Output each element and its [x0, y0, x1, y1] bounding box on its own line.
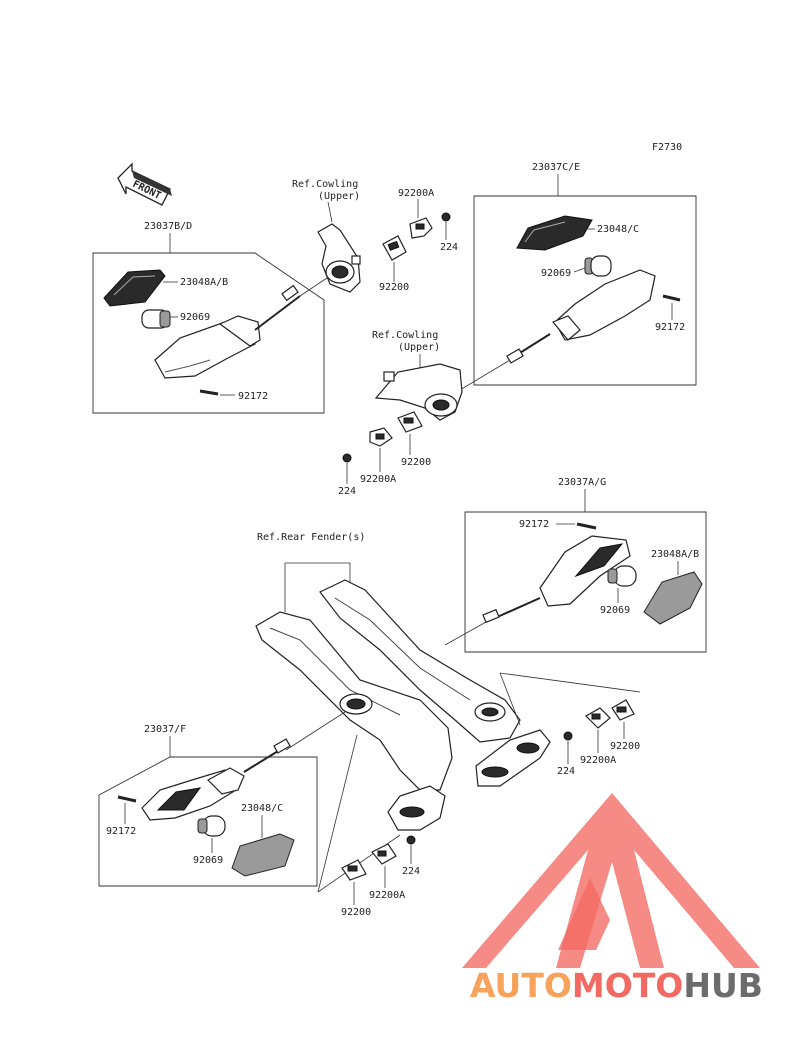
label-screw-rear-right: 92172 — [519, 519, 549, 530]
lens-rear-right — [643, 571, 703, 625]
label-rear-bottom-224: 224 — [402, 866, 420, 877]
bulb-front-right — [584, 255, 612, 277]
lens-rear-left — [231, 833, 295, 877]
washer-center — [397, 411, 423, 433]
watermark-hub: HUB — [683, 966, 763, 1005]
washer-rear-bottom — [341, 859, 367, 881]
washer-rear-right — [611, 699, 635, 721]
bulb-rear-left — [197, 815, 226, 837]
ref-cowling-center-1: Ref.Cowling — [372, 330, 438, 341]
label-top-92200a: 92200A — [398, 188, 434, 199]
ref-rear-fender: Ref.Rear Fender(s) — [257, 532, 365, 543]
ref-cowling-left-2: (Upper) — [318, 191, 360, 202]
watermark-auto: AUTO — [470, 966, 572, 1005]
ref-cowling-left-1: Ref.Cowling — [292, 179, 358, 190]
washer-a-rear-right — [585, 707, 611, 729]
washer-a-rear-bottom — [371, 843, 397, 865]
assembly-box-front-right — [473, 195, 697, 386]
label-rear-bottom-92200: 92200 — [341, 907, 371, 918]
screw-rear-left — [117, 795, 137, 803]
label-screw-front-left: 92172 — [238, 391, 268, 402]
screw-front-left — [199, 389, 219, 396]
label-23037bd: 23037B/D — [144, 221, 192, 232]
washer-top — [382, 235, 407, 261]
label-23037ag: 23037A/G — [558, 477, 606, 488]
diagram-code: F2730 — [652, 142, 682, 153]
nut-rear-right — [563, 731, 573, 741]
label-top-92200: 92200 — [379, 282, 409, 293]
label-rear-right-92200a: 92200A — [580, 755, 616, 766]
label-23037f: 23037/F — [144, 724, 186, 735]
screw-front-right — [662, 294, 681, 302]
washer-a-center — [369, 427, 393, 447]
label-screw-front-right: 92172 — [655, 322, 685, 333]
label-bulb-rear-right: 92069 — [600, 605, 630, 616]
screw-rear-right — [576, 522, 597, 530]
watermark-moto: MOTO — [572, 966, 683, 1005]
ref-cowling-center-2: (Upper) — [398, 342, 440, 353]
label-lens-rear-left: 23048/C — [241, 803, 283, 814]
label-bulb-front-left: 92069 — [180, 312, 210, 323]
bulb-rear-right — [607, 565, 637, 587]
signal-housing-rear-left — [141, 738, 291, 821]
label-rear-right-224: 224 — [557, 766, 575, 777]
label-lens-front-right: 23048/C — [597, 224, 639, 235]
nut-center — [342, 453, 352, 463]
lens-front-left — [103, 269, 166, 307]
cowling-bracket-top — [317, 223, 361, 293]
assembly-box-front-left — [92, 252, 325, 414]
label-center-92200a: 92200A — [360, 474, 396, 485]
label-center-224: 224 — [338, 486, 356, 497]
label-rear-right-92200: 92200 — [610, 741, 640, 752]
label-rear-bottom-92200a: 92200A — [369, 890, 405, 901]
washer-a-top — [409, 217, 433, 239]
signal-housing-front-left — [154, 284, 301, 379]
lens-front-right — [516, 215, 593, 251]
nut-top — [441, 212, 451, 222]
signal-housing-front-right — [506, 269, 656, 364]
rear-fender-bracket — [255, 579, 551, 831]
assembly-box-rear-right — [464, 511, 707, 653]
label-lens-front-left: 23048A/B — [180, 277, 228, 288]
label-lens-rear-right: 23048A/B — [651, 549, 699, 560]
front-arrow-icon: FRONT — [117, 162, 172, 206]
label-top-224: 224 — [440, 242, 458, 253]
bulb-front-left — [141, 309, 171, 329]
label-bulb-rear-left: 92069 — [193, 855, 223, 866]
nut-rear-bottom — [406, 835, 416, 845]
label-23037ce: 23037C/E — [532, 162, 580, 173]
label-screw-rear-left: 92172 — [106, 826, 136, 837]
automotohub-logo: AUTOMOTOHUB — [462, 793, 763, 1005]
label-bulb-front-right: 92069 — [541, 268, 571, 279]
assembly-box-rear-left — [98, 756, 318, 887]
label-center-92200: 92200 — [401, 457, 431, 468]
svg-text:AUTOMOTOHUB: AUTOMOTOHUB — [470, 966, 763, 1005]
cowling-bracket-center — [374, 363, 463, 421]
signal-housing-rear-right — [482, 535, 631, 624]
